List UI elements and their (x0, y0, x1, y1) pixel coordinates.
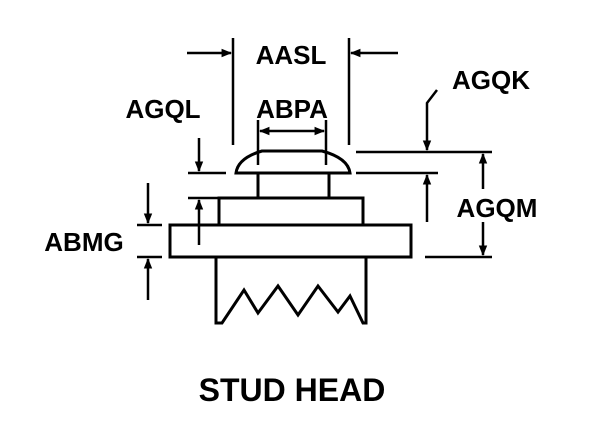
agqk-leader (422, 89, 438, 152)
stud-dome-cap (234, 149, 352, 175)
stud-neck (256, 171, 331, 200)
label-aasl: AASL (256, 40, 327, 70)
label-agql: AGQL (125, 94, 200, 124)
label-abpa: ABPA (256, 94, 328, 124)
label-agqk: AGQK (452, 65, 530, 95)
label-abmg: ABMG (44, 227, 123, 257)
stud-upper-block (217, 196, 365, 227)
label-agqm: AGQM (457, 193, 538, 223)
diagram-caption: STUD HEAD (199, 372, 386, 408)
stud-shank-break (214, 257, 368, 325)
stud-flange (168, 223, 413, 259)
